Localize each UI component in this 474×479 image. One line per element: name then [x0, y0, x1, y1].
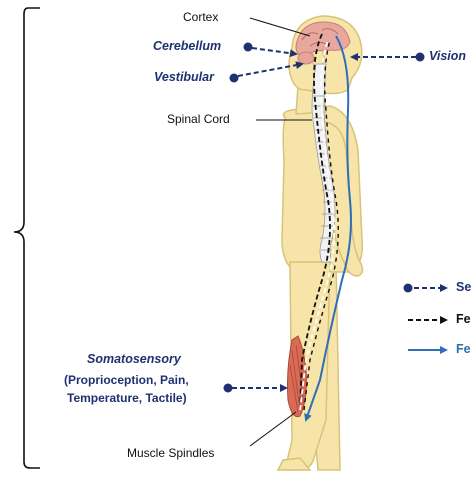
label-somatosensory: Somatosensory	[87, 352, 181, 366]
label-muscle-spindles: Muscle Spindles	[127, 446, 215, 460]
cerebellum-dot	[243, 42, 253, 52]
label-spinal-cord: Spinal Cord	[167, 112, 230, 126]
foot	[276, 457, 312, 471]
cortex-leader	[249, 17, 311, 37]
somatosensory-dot	[223, 383, 233, 393]
arm	[321, 121, 364, 277]
vision-dot	[415, 52, 425, 62]
legend	[403, 283, 448, 354]
vestibular-arrow	[237, 61, 304, 77]
label-vestibular: Vestibular	[154, 70, 214, 84]
neural-pathways	[299, 33, 352, 422]
brain	[295, 21, 351, 65]
muscle-spindles-leader	[249, 411, 297, 447]
legend-label-sensory: Se	[456, 280, 472, 294]
calf-muscle	[287, 335, 307, 418]
pathway-feedback-blue	[304, 35, 352, 422]
pathway-ascending-black	[303, 39, 339, 411]
left-bracket	[13, 7, 40, 469]
pathway-ascending-white	[299, 39, 336, 411]
label-somatosensory-detail-1: (Proprioception, Pain,	[64, 373, 189, 387]
cerebellum-shape	[297, 51, 315, 65]
legend-label-feedforward: Fe	[456, 312, 471, 326]
cerebellum-arrow	[251, 47, 298, 58]
label-cortex: Cortex	[183, 10, 219, 24]
label-vision: Vision	[429, 49, 467, 63]
pathway-descending-black	[299, 33, 331, 411]
legend-label-feedback: Fe	[456, 342, 471, 356]
legend-sensory-dot	[403, 283, 413, 293]
label-cerebellum: Cerebellum	[153, 39, 222, 53]
sensory-arrows	[223, 42, 425, 393]
label-somatosensory-detail-2: Temperature, Tactile)	[67, 391, 187, 405]
vestibular-dot	[229, 73, 239, 83]
